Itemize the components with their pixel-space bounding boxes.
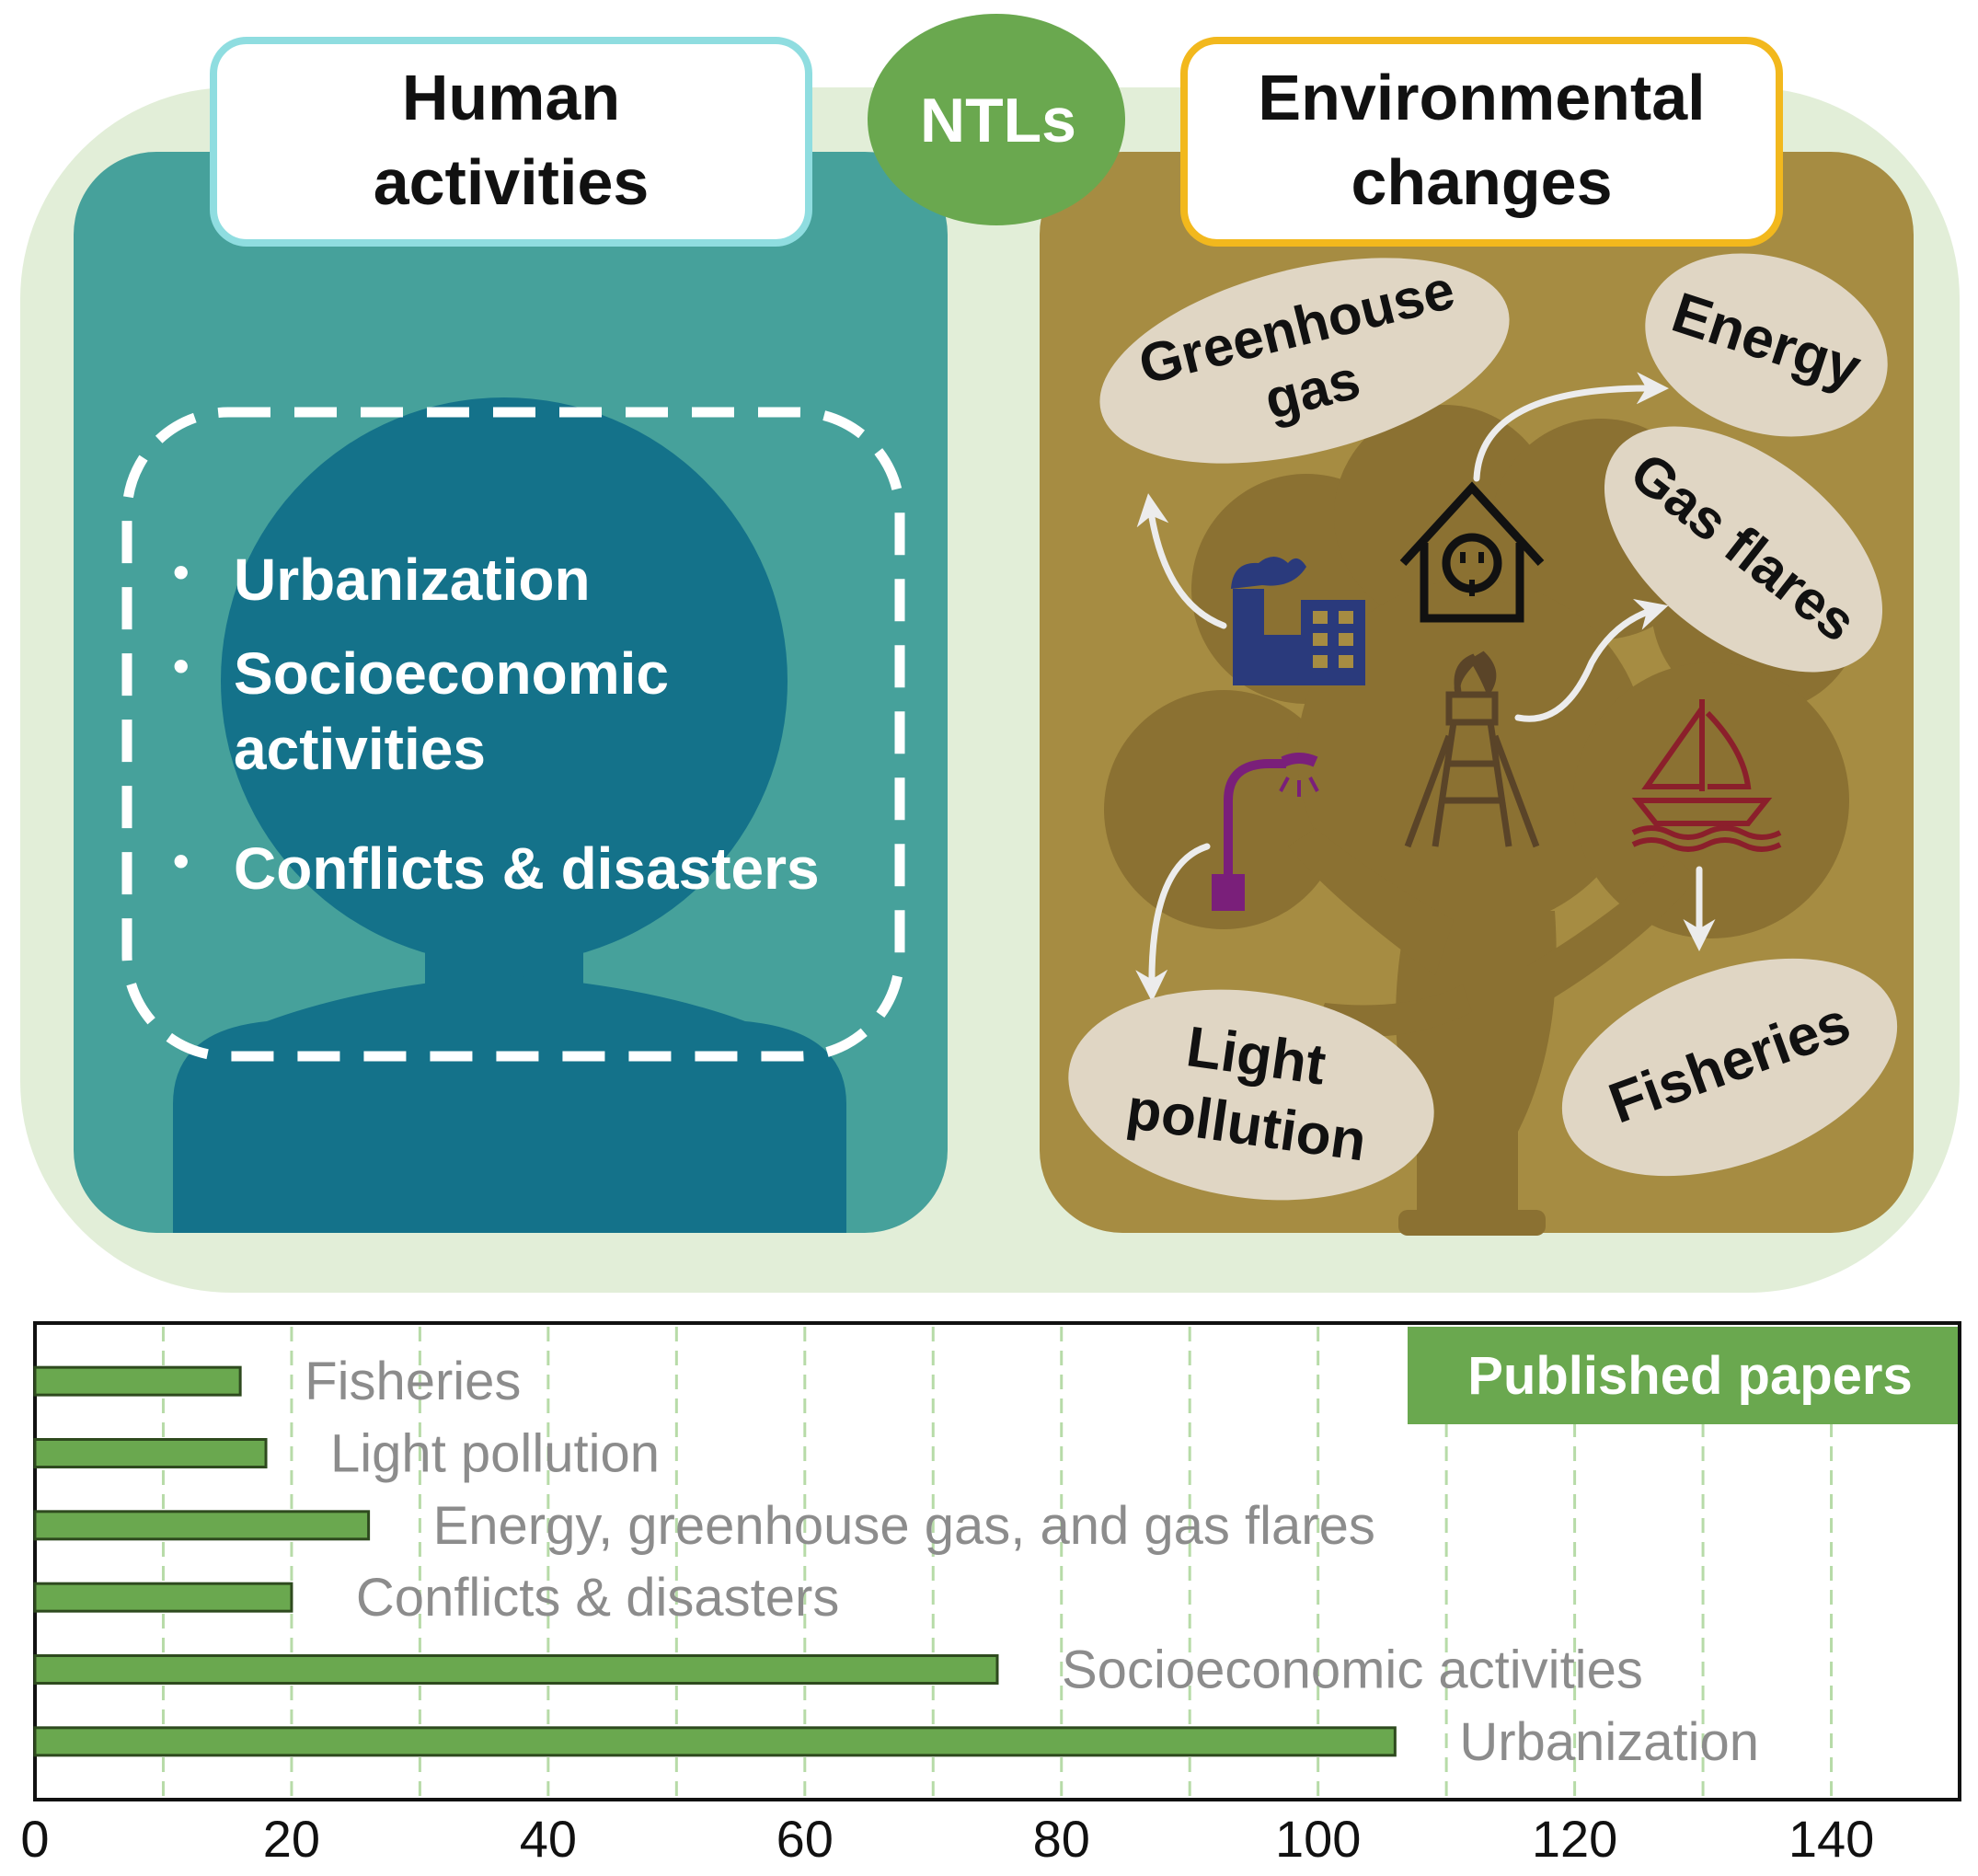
environmental-changes-title-box bbox=[1180, 37, 1783, 247]
light-pollution-ellipse bbox=[1068, 989, 1434, 1201]
x-tick-label: 20 bbox=[263, 1810, 320, 1868]
list-item-label: Socioeconomic activities bbox=[234, 639, 669, 782]
environmental-changes-title: Environmental changes bbox=[1180, 55, 1783, 224]
bar-label: Conflicts & disasters bbox=[356, 1568, 839, 1628]
arrows bbox=[1135, 372, 1716, 1002]
human-items-dashed-frame bbox=[121, 407, 905, 1062]
human-title-line-2: activities bbox=[373, 146, 650, 218]
gas-flare-tower-icon bbox=[1404, 650, 1540, 848]
street-lamp-icon bbox=[1212, 753, 1319, 911]
bar-label: Fisheries bbox=[305, 1352, 521, 1411]
sailboat-icon bbox=[1631, 699, 1782, 852]
list-item: • Socioeconomic activities bbox=[173, 639, 669, 782]
arrow-to-energy bbox=[1473, 372, 1669, 482]
bar bbox=[33, 1365, 242, 1397]
factory-icon bbox=[1231, 557, 1365, 685]
human-title-line-1: Human bbox=[401, 62, 621, 133]
env-title-line-1: Environmental bbox=[1258, 62, 1706, 133]
bar bbox=[33, 1726, 1397, 1757]
chart-ticks: 0 20 40 60 80 100 120 140 bbox=[20, 1810, 1874, 1868]
fisheries-ellipse bbox=[1561, 958, 1898, 1177]
chart-bars bbox=[33, 1365, 1397, 1757]
bar bbox=[33, 1438, 268, 1468]
x-tick-label: 0 bbox=[20, 1810, 49, 1868]
list-item-label: Urbanization bbox=[234, 547, 591, 613]
x-tick-label: 40 bbox=[520, 1810, 577, 1868]
bar-label: Socioeconomic activities bbox=[1062, 1640, 1643, 1700]
bar-label: Energy, greenhouse gas, and gas flares bbox=[433, 1496, 1375, 1556]
bar bbox=[33, 1654, 999, 1685]
chart-title: Published papers bbox=[1467, 1346, 1912, 1406]
list-item-label: Conflicts & disasters bbox=[234, 834, 820, 902]
ntls-label: NTLs bbox=[920, 86, 1076, 155]
person-silhouette bbox=[173, 397, 846, 1233]
ntls-badge bbox=[868, 14, 1125, 225]
x-tick-label: 100 bbox=[1275, 1810, 1361, 1868]
arrow-to-greenhouse bbox=[1136, 493, 1227, 629]
gas-flares-ellipse bbox=[1604, 426, 1883, 673]
bar bbox=[33, 1582, 293, 1613]
arrow-to-light-pollution bbox=[1135, 843, 1211, 1002]
x-tick-label: 80 bbox=[1033, 1810, 1090, 1868]
house-plug-icon bbox=[1399, 481, 1545, 623]
list-item: • Conflicts & disasters bbox=[173, 834, 820, 902]
bar bbox=[33, 1510, 371, 1541]
x-tick-label: 120 bbox=[1532, 1810, 1617, 1868]
bar-label: Light pollution bbox=[330, 1424, 660, 1484]
x-tick-label: 60 bbox=[776, 1810, 834, 1868]
human-activities-title-box bbox=[210, 37, 812, 247]
x-tick-label: 140 bbox=[1788, 1810, 1874, 1868]
energy-ellipse bbox=[1645, 253, 1888, 437]
env-title-line-2: changes bbox=[1351, 146, 1613, 218]
list-item: • Urbanization bbox=[173, 547, 591, 613]
arrow-to-gas-flares bbox=[1514, 599, 1669, 722]
human-activities-list: • Urbanization • Socioeconomic activitie… bbox=[166, 543, 868, 924]
chart-title-box bbox=[1408, 1327, 1958, 1424]
env-ellipses bbox=[1068, 253, 1898, 1201]
human-activities-title: Human activities bbox=[210, 55, 812, 224]
bar-label: Urbanization bbox=[1459, 1712, 1759, 1772]
greenhouse-ellipse bbox=[1099, 258, 1510, 464]
